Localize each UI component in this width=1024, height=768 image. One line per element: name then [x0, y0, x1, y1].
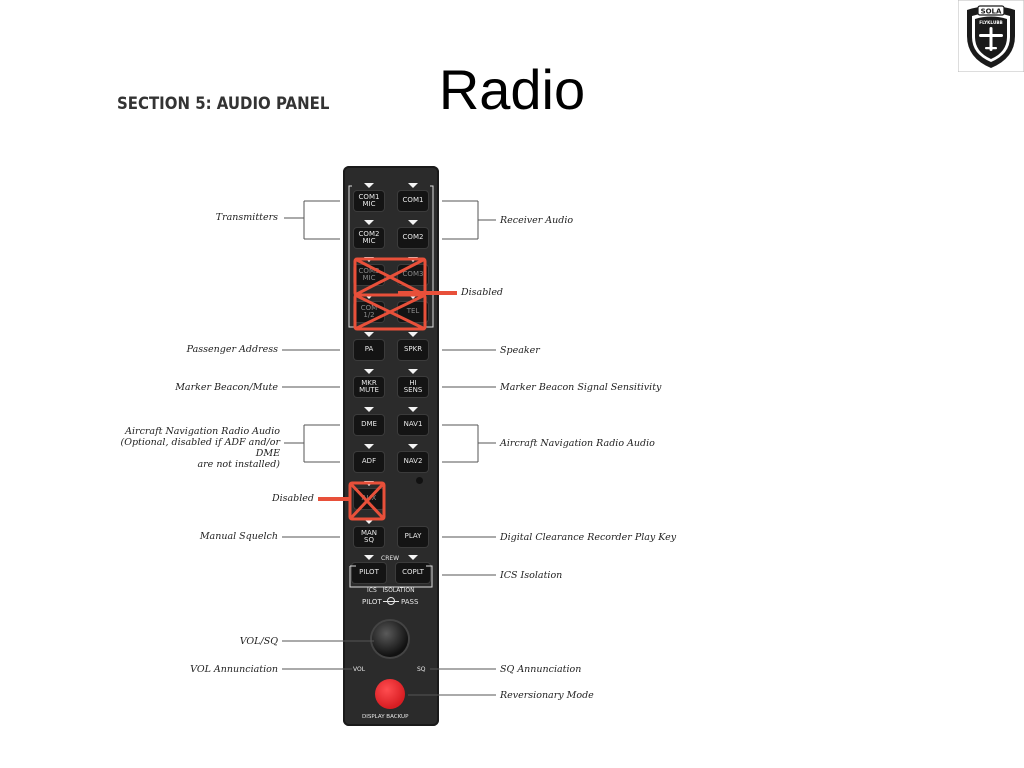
coplt-button[interactable]: COPLT: [396, 563, 430, 583]
pilot-annunciator-icon: [364, 555, 374, 560]
callout-passenger-address: Passenger Address: [186, 344, 278, 355]
hi-sens-annunciator-icon: [408, 369, 418, 374]
adf-annunciator-icon: [364, 444, 374, 449]
callout-digital-clearance: Digital Clearance Recorder Play Key: [500, 532, 677, 543]
pa-button[interactable]: PA: [354, 340, 384, 360]
disabled-x-b: [354, 257, 426, 297]
callout-receiver-audio: Receiver Audio: [500, 215, 574, 226]
callout-disabled-1: Disabled: [461, 287, 504, 298]
display-backup-label: DISPLAY BACKUP: [362, 714, 409, 720]
com2-annunciator-icon: [408, 220, 418, 225]
pa-annunciator-icon: [364, 332, 374, 337]
logo-top-text: SOLA: [981, 8, 1002, 16]
com1-button[interactable]: COM1: [398, 191, 428, 211]
disabled-x-aux-b: [348, 481, 386, 521]
section-heading: SECTION 5: AUDIO PANEL: [117, 94, 330, 114]
airplane-icon: [979, 27, 1003, 51]
ics-isolation-label: ICS ISOLATION: [367, 587, 415, 594]
photocell-indicator: [416, 477, 423, 484]
dme-button[interactable]: DME: [354, 415, 384, 435]
callout-disabled-2: Disabled: [271, 493, 314, 504]
flyklubb-logo: SOLA FLYKLUBB: [958, 0, 1024, 72]
man-sq-annunciator-icon: [364, 519, 374, 524]
adf-button[interactable]: ADF: [354, 452, 384, 472]
com2-mic-button[interactable]: COM2 MIC: [354, 228, 384, 248]
dme-annunciator-icon: [364, 407, 374, 412]
logo-bottom-text: FLYKLUBB: [979, 20, 1002, 25]
tel-button[interactable]: TEL: [398, 302, 428, 322]
hi-sens-button[interactable]: HI SENS: [398, 377, 428, 397]
callout-manual-squelch: Manual Squelch: [199, 531, 278, 542]
pilot-button[interactable]: PILOT: [352, 563, 386, 583]
pass-label: PASS: [401, 598, 419, 606]
callout-transmitters: Transmitters: [215, 212, 278, 223]
play-button[interactable]: PLAY: [398, 527, 428, 547]
nav2-button[interactable]: NAV2: [398, 452, 428, 472]
callout-ics-isolation: ICS Isolation: [500, 570, 563, 581]
com2-mic-annunciator-icon: [364, 220, 374, 225]
coplt-annunciator-icon: [408, 555, 418, 560]
crew-group-bracket: [349, 565, 433, 588]
transmit-group-bracket: [348, 185, 356, 328]
disabled-box-top-lower: [353, 293, 427, 331]
mkr-mute-button[interactable]: MKR MUTE: [354, 377, 384, 397]
spkr-annunciator-icon: [408, 332, 418, 337]
nav1-annunciator-icon: [408, 407, 418, 412]
nav1-button[interactable]: NAV1: [398, 415, 428, 435]
callout-marker-beacon-mute: Marker Beacon/Mute: [175, 382, 278, 393]
callout-vol-sq: VOL/SQ: [239, 636, 278, 647]
callout-sq-annunciation: SQ Annunciation: [500, 664, 582, 675]
man-sq-button[interactable]: MAN SQ: [354, 527, 384, 547]
callout-marker-beacon-sensitivity: Marker Beacon Signal Sensitivity: [500, 382, 662, 393]
display-backup-button[interactable]: [375, 679, 405, 709]
vol-sq-knob[interactable]: [372, 621, 408, 657]
com1-annunciator-icon: [408, 183, 418, 188]
callout-speaker: Speaker: [500, 345, 540, 356]
com1-mic-button[interactable]: COM1 MIC: [354, 191, 384, 211]
nav2-annunciator-icon: [408, 444, 418, 449]
com1-mic-annunciator-icon: [364, 183, 374, 188]
ics-selector-line: [383, 601, 399, 602]
callout-vol-annunciation: VOL Annunciation: [190, 664, 278, 675]
spkr-button[interactable]: SPKR: [398, 340, 428, 360]
disabled-x-d: [354, 293, 426, 331]
receive-group-bracket: [426, 185, 434, 328]
callout-reversionary-mode: Reversionary Mode: [500, 690, 594, 701]
crew-label: CREW: [381, 555, 400, 562]
callout-nav-audio-left: Aircraft Navigation Radio Audio (Optiona…: [120, 426, 280, 470]
slide-title: Radio: [438, 58, 586, 121]
vol-label: VOL: [353, 666, 366, 673]
mkr-mute-annunciator-icon: [364, 369, 374, 374]
sq-label: SQ: [417, 666, 426, 673]
pilot-label: PILOT: [362, 598, 382, 606]
callout-nav-audio-right: Aircraft Navigation Radio Audio: [500, 438, 655, 449]
com2-button[interactable]: COM2: [398, 228, 428, 248]
